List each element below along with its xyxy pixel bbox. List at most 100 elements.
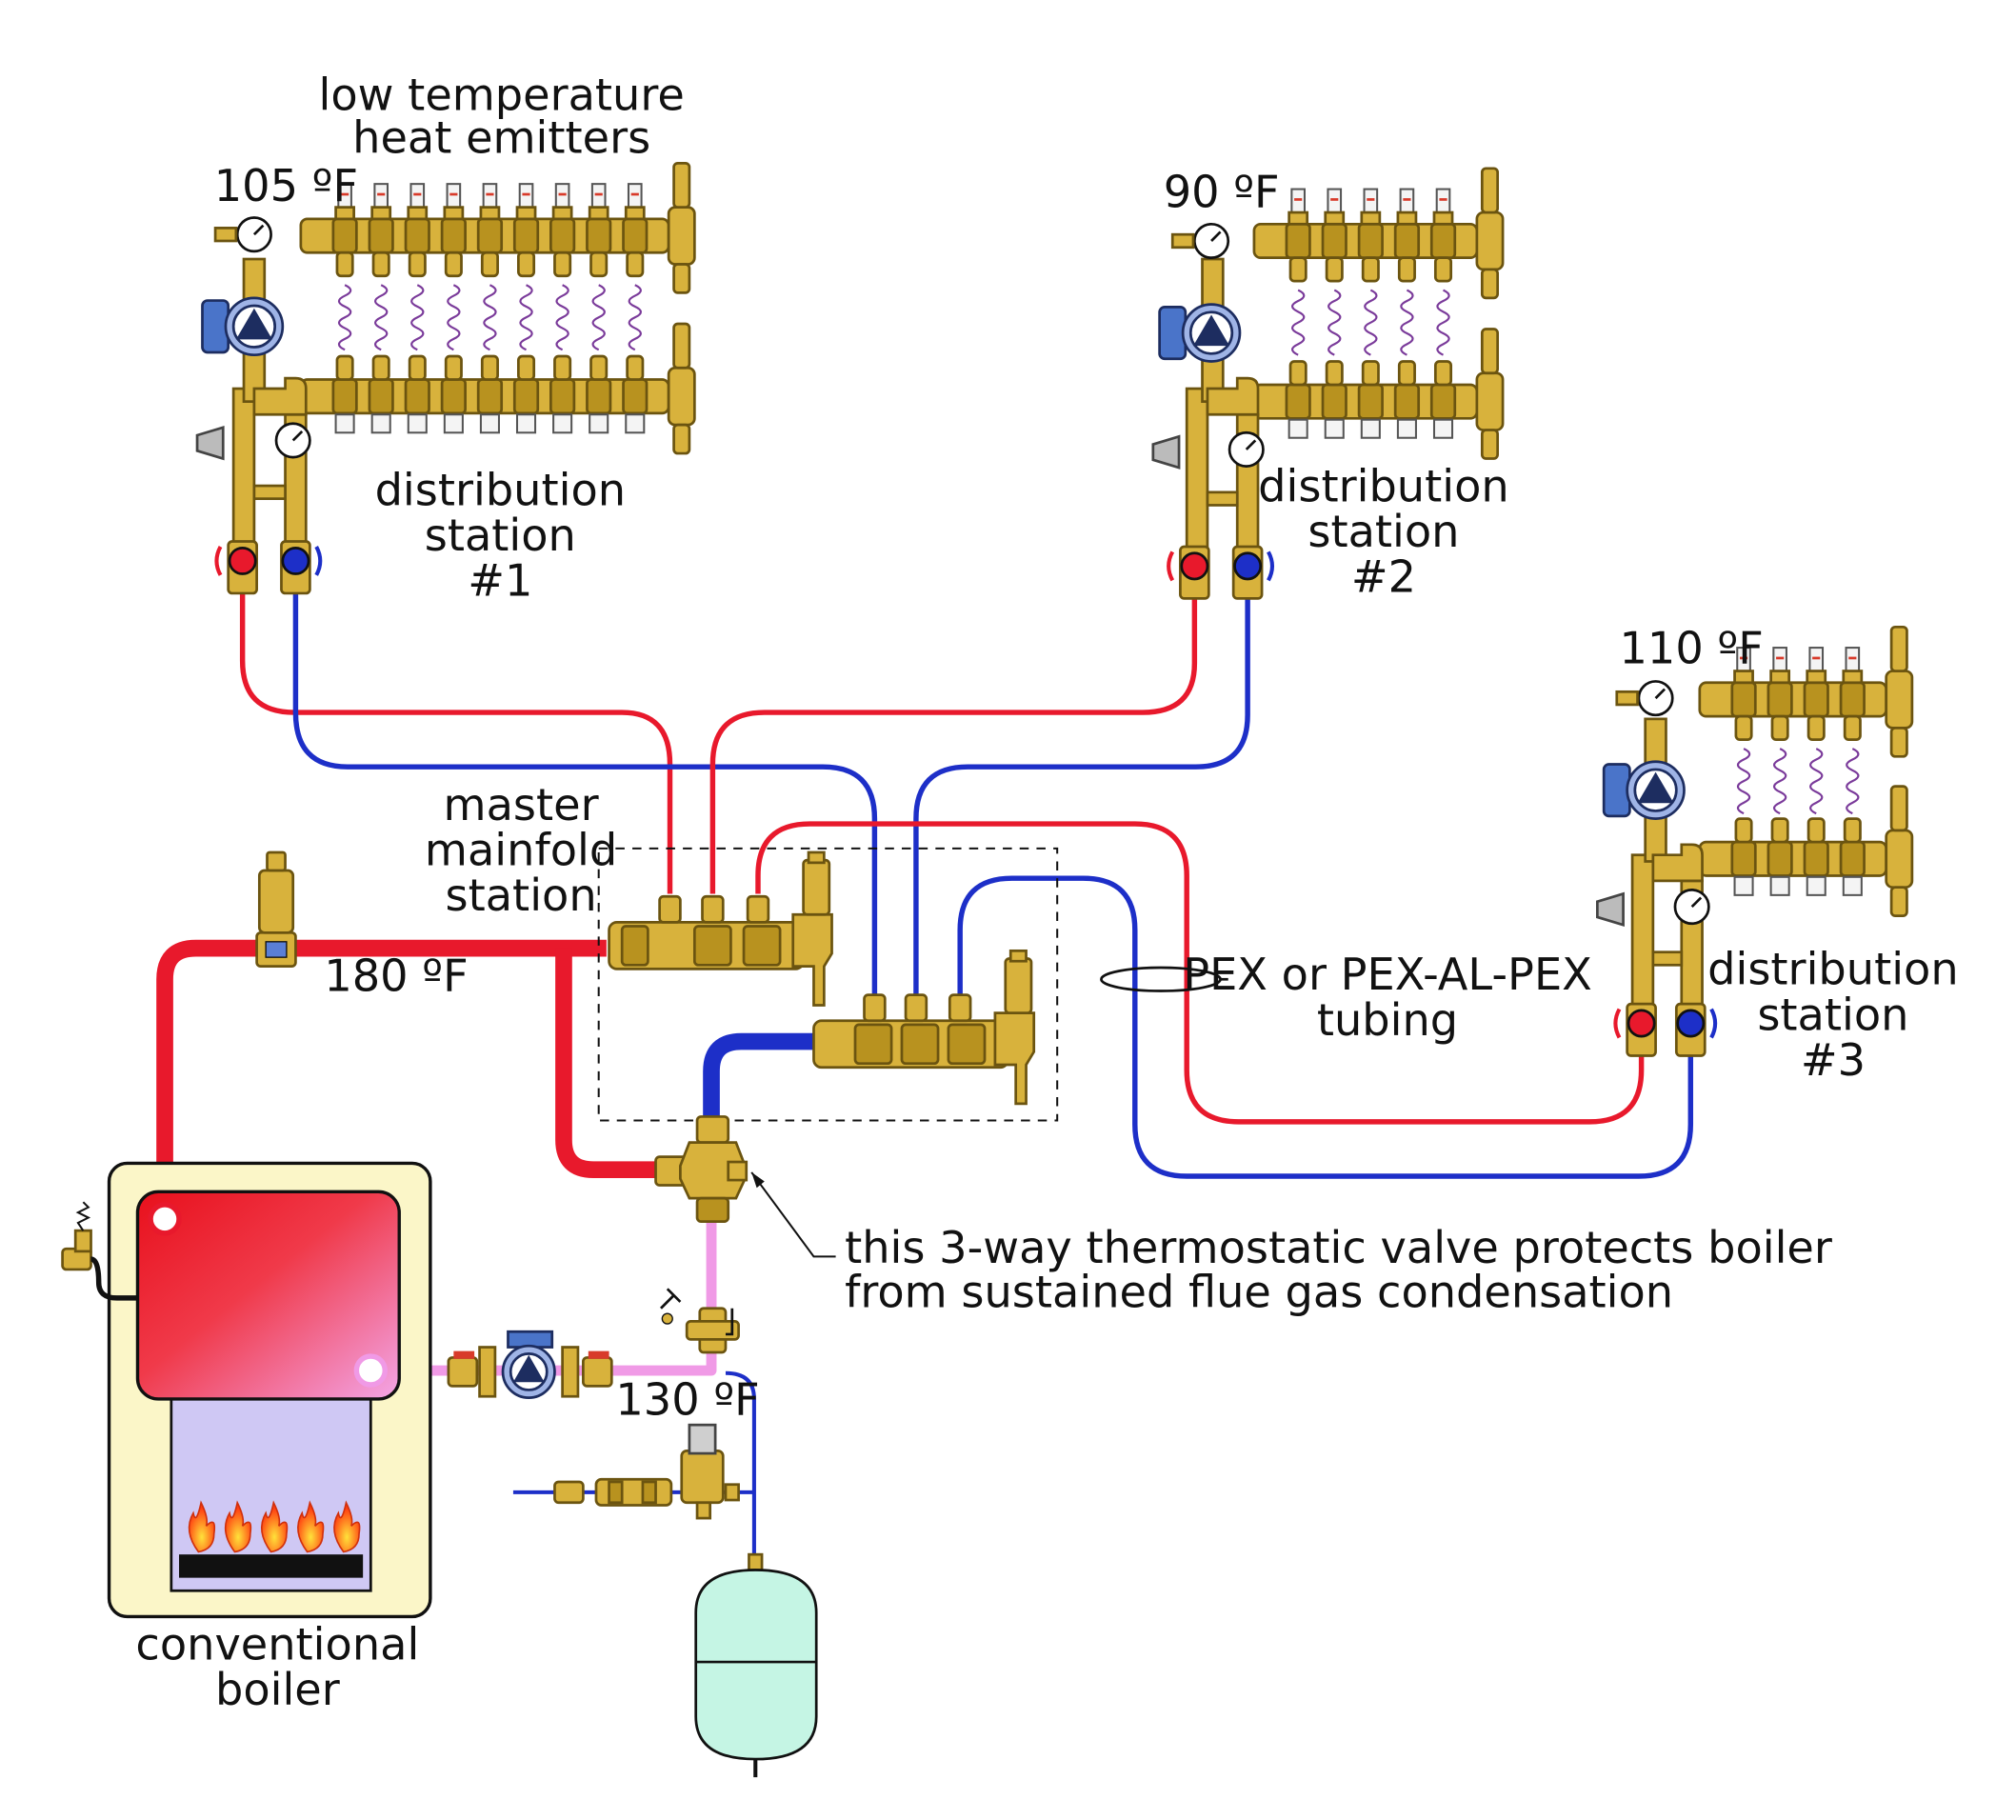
header-port: [1321, 383, 1347, 420]
header-port: [1321, 222, 1347, 260]
loop-valve-cap-icon: [479, 413, 500, 434]
purge-valve: [660, 1288, 740, 1354]
header-port: [476, 217, 504, 254]
diagram-labels: low temperature heat emitters 105 ºF 90 …: [135, 70, 1958, 1715]
drain-valve-icon: [1480, 429, 1499, 460]
station3-supply-header: [1698, 625, 1914, 758]
loop-inlet-fitting: [1806, 817, 1826, 844]
station1-supply-valve-icon[interactable]: [228, 546, 257, 575]
station1-temperature: 105 ºF: [214, 160, 358, 211]
header-port: [549, 378, 576, 415]
expansion-line: [725, 1370, 756, 1561]
master-label-line1: master: [444, 779, 600, 830]
header-port: [368, 378, 394, 415]
station2-temperature: 90 ºF: [1164, 167, 1280, 218]
loop-valve-cap-icon: [552, 413, 573, 434]
boiler-supply-port: [148, 1202, 182, 1236]
drain-valve-icon: [672, 423, 691, 455]
flow-meter-base: [1324, 210, 1346, 226]
header-port: [1429, 222, 1457, 260]
loop-inlet-fitting: [335, 354, 354, 381]
loop-inlet-fitting: [1843, 817, 1862, 844]
station1-return-valve-icon[interactable]: [281, 546, 310, 575]
station3-supply-tube: [755, 821, 1645, 1125]
station1-mixing-valve-icon: [195, 426, 225, 461]
station3-temperature: 110 ºF: [1619, 622, 1763, 673]
loop-outlet-fitting: [1806, 714, 1826, 742]
loop-inlet-fitting: [480, 354, 499, 381]
emitter-loop: [1846, 748, 1860, 815]
loop-valve-cap-icon: [370, 413, 391, 434]
loop-valve-cap-icon: [589, 413, 609, 434]
header-port: [1429, 383, 1457, 420]
header-port: [1766, 840, 1793, 877]
station3-mixing-valve-icon: [1596, 891, 1625, 927]
loop-outlet-fitting: [589, 250, 609, 278]
flame-icon: [188, 1500, 216, 1553]
loop-inlet-fitting: [626, 354, 645, 381]
loop-valve-cap-icon: [515, 413, 537, 434]
header-end-fitting: [1885, 670, 1914, 730]
supply-air-separator: [255, 850, 297, 969]
boiler-supply-pipe: [156, 939, 607, 1211]
station3-supply-valve-icon[interactable]: [1627, 1009, 1656, 1038]
air-vent-icon: [1480, 167, 1499, 214]
emitter-loop: [1809, 748, 1824, 815]
emitter-loop: [410, 284, 425, 351]
emitter-loop: [628, 284, 642, 351]
header-port: [1730, 681, 1757, 718]
station3-return-valve-icon[interactable]: [1676, 1009, 1706, 1038]
loop-outlet-fitting: [1734, 714, 1753, 742]
emitter-loop: [337, 284, 352, 351]
loop-valve-cap-icon: [334, 413, 355, 434]
flame-icon: [297, 1500, 325, 1553]
expansion-tank-body: [694, 1569, 818, 1761]
flow-meter-base: [551, 206, 573, 221]
boiler-return-temperature: 130 ºF: [615, 1373, 759, 1425]
station2-mixing-valve-icon: [1151, 434, 1181, 470]
loop-outlet-fitting: [517, 250, 536, 278]
station3-label-line3: #3: [1801, 1034, 1866, 1086]
header-port: [1285, 222, 1311, 260]
header-port: [404, 217, 430, 254]
distribution-station-3: [1596, 625, 1914, 1057]
station2-return-valve-icon[interactable]: [1233, 551, 1263, 581]
emitter-loop: [1291, 289, 1306, 356]
flow-meter-base: [407, 206, 429, 221]
station2-return-tube: [913, 595, 1250, 998]
station1-return-tube: [292, 589, 878, 998]
header-port: [1393, 222, 1421, 260]
flow-meter-base: [1769, 670, 1791, 685]
relief-valve-icon: [61, 1201, 138, 1301]
loop-outlet-fitting: [1770, 714, 1789, 742]
tubing-label-line2: tubing: [1317, 994, 1458, 1046]
master-manifold-station: [597, 847, 1059, 1122]
header-end-fitting: [1885, 829, 1914, 890]
emitter-loop: [1400, 289, 1414, 356]
header-port: [586, 217, 612, 254]
loop-outlet-fitting: [444, 250, 463, 278]
flow-meter-base: [624, 206, 646, 221]
loop-inlet-fitting: [589, 354, 609, 381]
loop-valve-cap-icon: [1432, 418, 1454, 439]
header-port: [440, 217, 467, 254]
distribution-station-1: [195, 162, 696, 595]
header-port: [331, 378, 358, 415]
master-label-line3: station: [446, 870, 597, 921]
station2-pump-flange: [1158, 305, 1188, 361]
flow-meter-base: [334, 206, 355, 221]
header-port: [1766, 681, 1793, 718]
loop-outlet-fitting: [1361, 256, 1380, 283]
header-port: [1393, 383, 1421, 420]
supply-temperature: 180 ºF: [324, 950, 468, 1002]
flow-meter-base: [1806, 670, 1827, 685]
station3-return-tube: [957, 875, 1694, 1179]
station1-supply-header: [299, 162, 696, 294]
flow-meter-base: [588, 206, 609, 221]
station2-supply-valve-icon[interactable]: [1180, 551, 1209, 581]
loop-inlet-fitting: [408, 354, 427, 381]
emitter-loop: [374, 284, 389, 351]
drain-valve-icon: [1889, 727, 1908, 758]
boiler-return-port: [353, 1353, 388, 1388]
distribution-station-2: [1151, 167, 1505, 600]
